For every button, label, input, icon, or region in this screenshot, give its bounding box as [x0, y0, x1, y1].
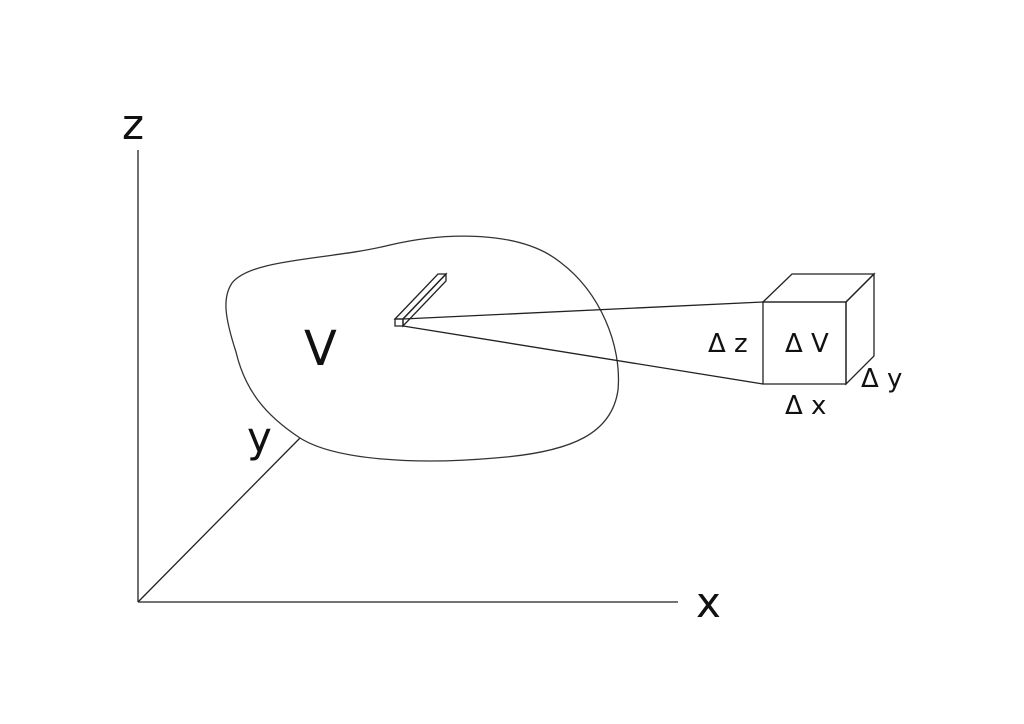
delta-x-label: Δ x	[785, 391, 826, 421]
delta-v-label: Δ V	[785, 329, 829, 359]
magnified-cube	[761, 272, 876, 386]
cube-top-face	[761, 273, 876, 303]
region-label: V	[304, 321, 337, 377]
z-axis-label: z	[122, 100, 144, 149]
y-axis-label: y	[247, 413, 272, 462]
projection-lines	[402, 301, 764, 385]
region-boundary	[225, 235, 620, 462]
y-axis	[137, 437, 301, 603]
delta-z-label: Δ z	[708, 329, 748, 359]
cube-side-face	[845, 272, 875, 386]
x-axis-label: x	[696, 578, 721, 627]
coordinate-axes	[137, 150, 678, 603]
delta-y-label: Δ y	[861, 364, 902, 394]
